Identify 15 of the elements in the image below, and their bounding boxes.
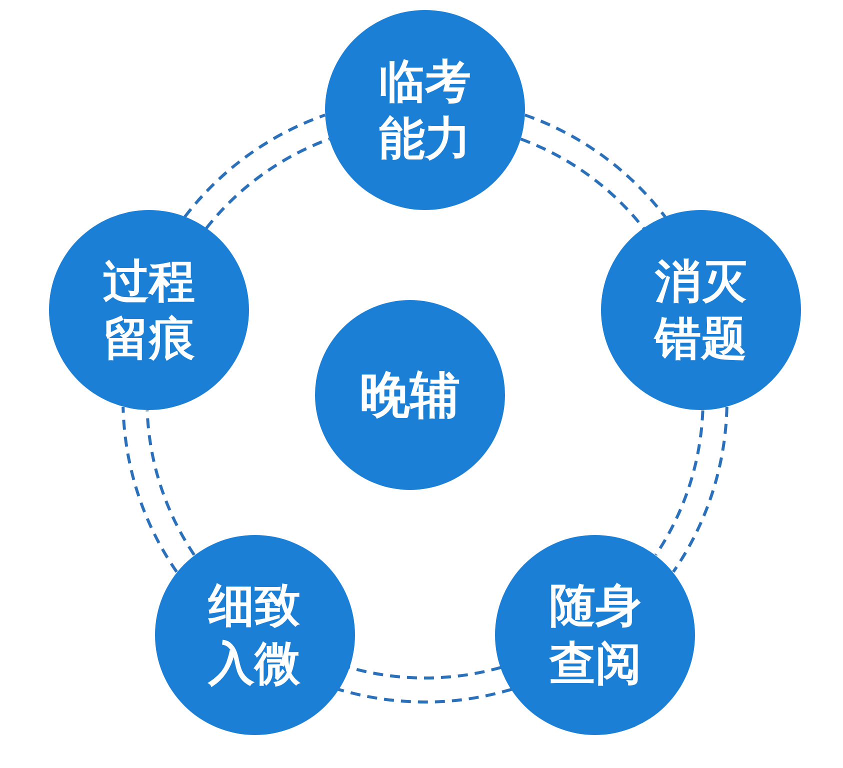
node-label: 细致入微 bbox=[206, 577, 302, 692]
node-label: 过程留痕 bbox=[102, 252, 196, 368]
dashed-connector bbox=[524, 114, 666, 218]
dashed-connector bbox=[672, 406, 728, 573]
node-label: 临考能力 bbox=[378, 52, 472, 167]
dashed-connector bbox=[122, 406, 178, 573]
node-label: 随身查阅 bbox=[548, 577, 642, 692]
dashed-connector bbox=[184, 114, 326, 218]
dashed-connector bbox=[338, 688, 512, 703]
dashed-connector bbox=[146, 410, 196, 556]
node-label: 晚辅 bbox=[359, 364, 461, 426]
dashed-connector bbox=[205, 138, 330, 230]
dashed-connector bbox=[654, 410, 704, 556]
node-label: 消灭错题 bbox=[652, 252, 748, 368]
dashed-connector bbox=[520, 138, 645, 230]
